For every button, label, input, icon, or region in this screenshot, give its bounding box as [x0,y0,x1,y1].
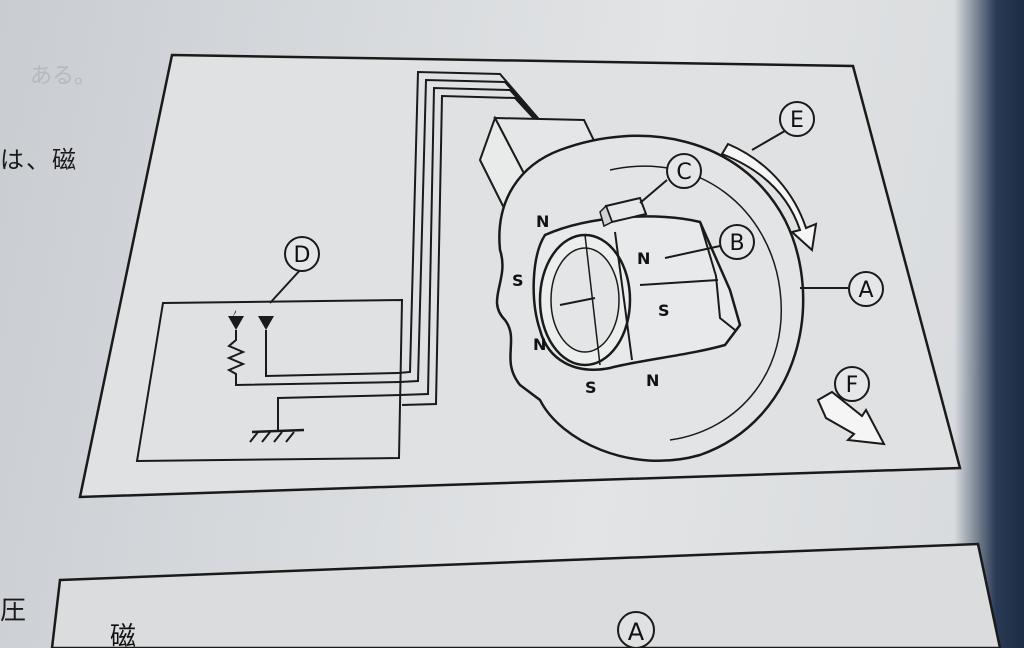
pole-s-left: S [512,271,524,290]
pole-n-lower-left: N [533,335,546,354]
bottom-box-char: 磁 [110,622,136,648]
svg-text:A: A [858,278,873,303]
direction-arrow [816,390,886,446]
callout-a: A [848,271,884,307]
svg-text:F: F [846,373,859,398]
bottom-callout-a [617,611,655,648]
pole-n-bottom: N [646,371,659,390]
callout-leaders [269,127,848,304]
callout-b: B [719,224,755,260]
svg-text:D: D [294,243,311,268]
bottom-table-box: 磁 A [50,542,1002,648]
pole-n-top: N [536,212,549,231]
svg-text:A: A [628,618,645,646]
callout-f: F [834,366,870,402]
dark-background-edge [954,0,1024,648]
svg-text:E: E [790,108,804,133]
sensor-circuit [135,298,404,463]
callout-e: E [779,101,815,137]
svg-text:B: B [729,231,744,256]
faded-text-fragment: ある。 [30,64,97,89]
pole-n-ring: N [637,249,650,268]
side-text: は、磁 [0,146,78,174]
bottom-left-char: 圧 [0,596,27,626]
svg-text:C: C [676,160,691,185]
pole-s-bottom: S [585,378,597,397]
callout-d: D [284,236,320,272]
rotation-arrow [720,142,818,252]
hall-sensor [599,196,648,228]
magnet-ring [532,215,742,371]
callout-c: C [666,153,702,189]
pole-s-ring: S [658,301,670,320]
